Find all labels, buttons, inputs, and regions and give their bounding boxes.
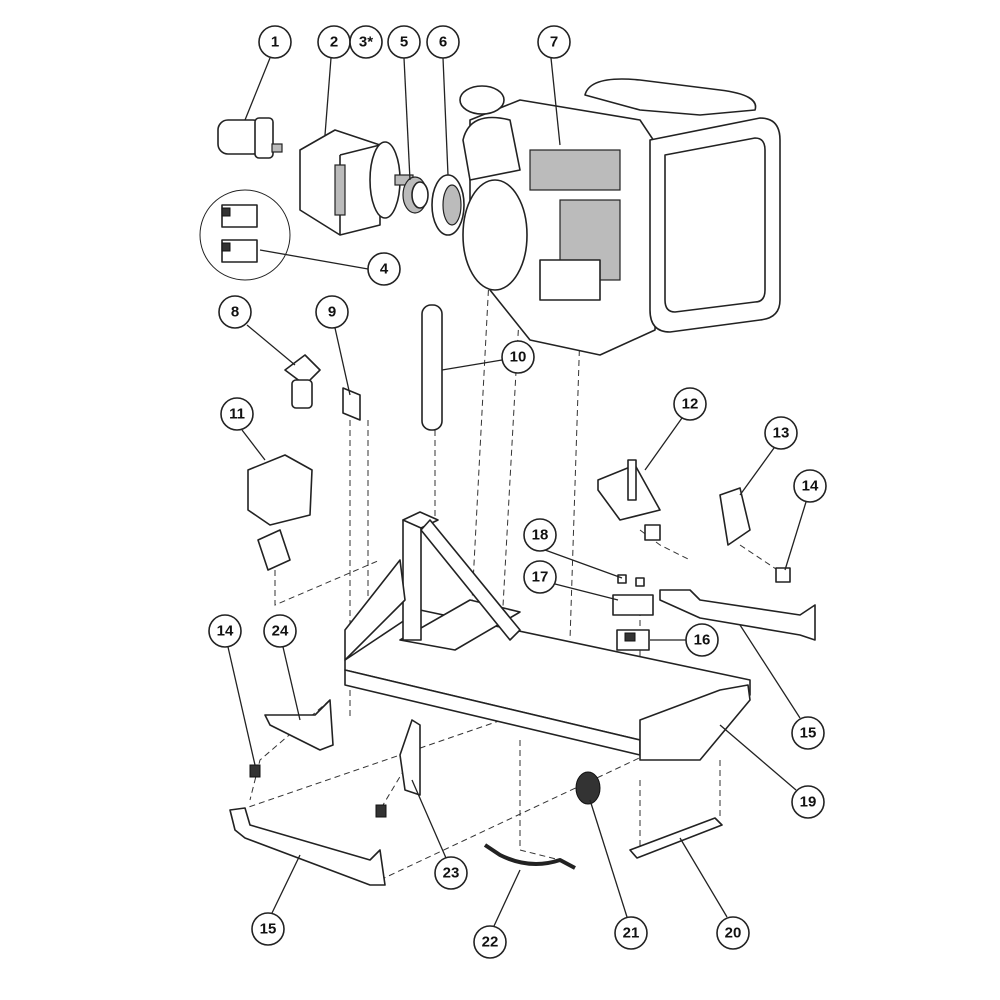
part-10-post [421,304,443,431]
part-24-bracket [264,699,334,751]
svg-text:23: 23 [443,865,460,882]
part-6-flange [431,174,465,236]
svg-text:9: 9 [328,304,336,321]
part-2-pump-body [299,129,414,236]
part-7-engine [459,78,781,356]
svg-text:4: 4 [380,261,389,278]
part-20-plate [629,817,723,859]
svg-text:19: 19 [800,794,817,811]
callout-2: 2 [317,25,351,59]
svg-text:8: 8 [231,304,239,321]
callout-8: 8 [218,295,252,329]
part-22-strap [483,843,576,870]
svg-text:2: 2 [330,34,338,51]
part-12-bracket [597,459,661,541]
callout-23: 23 [434,856,468,890]
callout-15-right: 15 [791,716,825,750]
svg-text:1: 1 [271,34,279,51]
callout-20: 20 [716,916,750,950]
callout-16: 16 [685,623,719,657]
svg-text:20: 20 [725,925,742,942]
callout-15-left: 15 [251,912,285,946]
callout-14-left: 14 [208,614,242,648]
callout-6: 6 [426,25,460,59]
svg-text:14: 14 [217,623,234,640]
svg-text:5: 5 [400,34,408,51]
svg-text:14: 14 [802,478,819,495]
part-5-coupling [402,176,429,214]
callout-22: 22 [473,925,507,959]
callout-10: 10 [501,340,535,374]
svg-text:21: 21 [623,925,640,942]
svg-text:11: 11 [229,406,245,423]
svg-text:7: 7 [550,34,558,51]
svg-text:3*: 3* [359,34,373,51]
part-15-rail-left [229,807,386,886]
callout-17: 17 [523,560,557,594]
part-8-filter [284,354,321,409]
svg-text:18: 18 [532,527,549,544]
part-15-rail-right [659,589,816,641]
svg-text:6: 6 [439,34,447,51]
part-13-bracket [719,487,791,583]
svg-text:13: 13 [773,425,790,442]
callout-24: 24 [263,614,297,648]
svg-text:15: 15 [260,921,277,938]
svg-text:24: 24 [272,623,289,640]
svg-text:22: 22 [482,934,499,951]
svg-text:10: 10 [510,349,527,366]
part-9-bracket [342,387,361,421]
part-1-pump [217,117,283,159]
callout-5: 5 [387,25,421,59]
callout-14-right: 14 [793,469,827,503]
callout-13: 13 [764,416,798,450]
part-23-bracket [399,719,421,796]
svg-text:12: 12 [682,396,699,413]
callout-11: 11 [220,397,254,431]
callout-19: 19 [791,785,825,819]
part-11-reservoir [247,454,313,571]
callout-4: 4 [367,252,401,286]
svg-text:16: 16 [694,632,711,649]
callout-21: 21 [614,916,648,950]
part-14-mounts [249,764,387,818]
main-frame [344,511,751,761]
callout-7: 7 [537,25,571,59]
callout-1: 1 [258,25,292,59]
leader-lines [227,57,807,927]
callout-12: 12 [673,387,707,421]
callout-9: 9 [315,295,349,329]
part-21-mount [575,771,601,805]
callout-3: 3* [349,25,383,59]
part-16-17-18 [612,574,654,651]
part-4-detail [199,189,291,281]
svg-text:17: 17 [532,569,549,586]
svg-text:15: 15 [800,725,817,742]
callout-18: 18 [523,518,557,552]
